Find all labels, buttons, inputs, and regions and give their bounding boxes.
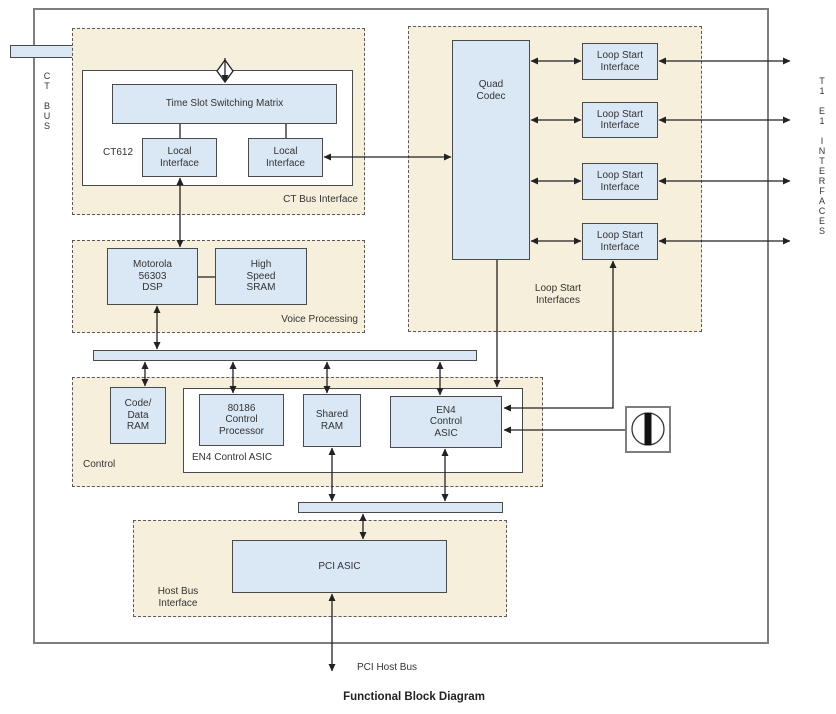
quad-codec-block: Quad Codec xyxy=(452,40,530,260)
control-section-label: Control xyxy=(83,459,116,470)
high-speed-sram-block: High Speed SRAM xyxy=(215,248,307,305)
board-outline xyxy=(33,8,769,644)
host-bus-interface-section-label: Host Bus Interface xyxy=(157,586,199,609)
pci-host-bus-label: PCI Host Bus xyxy=(357,662,418,673)
local-interface-2-block: Local Interface xyxy=(248,138,323,177)
ct-bus-interface-section-label: CT Bus Interface xyxy=(283,194,358,205)
loop-start-interface-4-block: Loop Start Interface xyxy=(582,223,658,260)
loop-start-interface-2-block: Loop Start Interface xyxy=(582,102,658,138)
loop-start-interface-3-block: Loop Start Interface xyxy=(582,163,658,200)
host-bus-bar xyxy=(298,502,503,513)
local-interface-1-block: Local Interface xyxy=(142,138,217,177)
code-data-ram-block: Code/ Data RAM xyxy=(110,387,166,444)
loop-start-interfaces-section-label: Loop Start Interfaces xyxy=(534,283,582,306)
internal-bus-bar xyxy=(93,350,477,361)
t1-e1-interfaces-label: T 1 E 1 I N T E R F A C E S xyxy=(818,76,826,236)
voice-processing-section-label: Voice Processing xyxy=(281,314,358,325)
pci-asic-block: PCI ASIC xyxy=(232,540,447,593)
diagram-title: Functional Block Diagram xyxy=(343,691,485,703)
en4-control-asic-block: EN4 Control ASIC xyxy=(390,396,502,448)
ct-bus-label: C T B U S xyxy=(43,71,51,131)
loop-start-interface-1-block: Loop Start Interface xyxy=(582,43,658,80)
shared-ram-block: Shared RAM xyxy=(303,394,361,447)
en4-control-asic-group-label: EN4 Control ASIC xyxy=(192,452,273,463)
80186-processor-block: 80186 Control Processor xyxy=(199,394,284,446)
dsp-block: Motorola 56303 DSP xyxy=(107,248,198,305)
ct612-label: CT612 xyxy=(102,147,133,158)
time-slot-switching-matrix-block: Time Slot Switching Matrix xyxy=(112,84,337,124)
